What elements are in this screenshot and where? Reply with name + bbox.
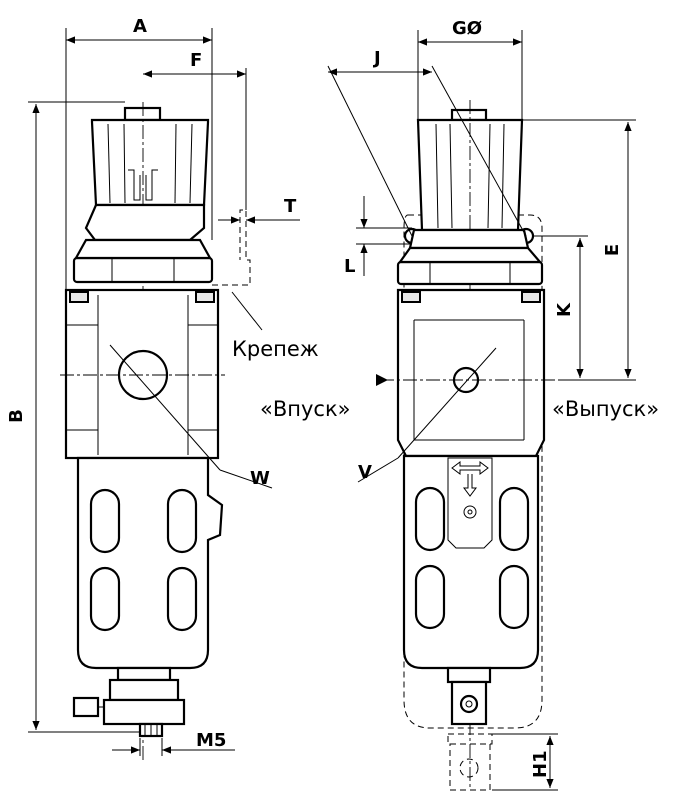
outlet-callout: «Выпуск» bbox=[552, 397, 659, 421]
inlet-callout: «Впуск» bbox=[260, 397, 351, 421]
main-body-left bbox=[60, 288, 225, 460]
dim-j-label: J bbox=[372, 48, 381, 69]
dim-h1-label: H1 bbox=[530, 750, 551, 778]
bonnet-left bbox=[84, 203, 206, 242]
right-dimensions bbox=[327, 30, 636, 791]
mounting-callout: Крепеж bbox=[232, 337, 319, 361]
dim-m5-label: M5 bbox=[196, 730, 226, 751]
dim-g-label: GØ bbox=[452, 18, 482, 39]
drain-valve-right bbox=[446, 666, 492, 726]
filter-bowl-left bbox=[76, 456, 224, 670]
dim-w-label: W bbox=[250, 468, 270, 489]
dim-t-label: T bbox=[284, 196, 297, 217]
mounting-bracket-outline bbox=[212, 209, 251, 286]
front-view bbox=[376, 100, 560, 791]
ring-nut-left bbox=[72, 238, 214, 284]
drain-valve-left bbox=[72, 666, 186, 738]
inlet-arrow-marker bbox=[376, 374, 388, 386]
bonnet-right bbox=[408, 228, 530, 250]
dim-k-label: K bbox=[554, 302, 575, 317]
dim-a-label: A bbox=[133, 16, 147, 37]
main-body-right bbox=[380, 288, 560, 458]
dim-l-label: L bbox=[344, 256, 355, 277]
dim-e-label: E bbox=[602, 244, 623, 256]
dim-v-label: V bbox=[358, 462, 372, 483]
drain-extension-outline bbox=[447, 733, 493, 791]
left-dimensions bbox=[28, 28, 300, 756]
dim-b-label: B bbox=[6, 409, 27, 423]
filter-bowl-right bbox=[402, 454, 540, 670]
dim-f-label: F bbox=[190, 50, 202, 71]
side-view bbox=[60, 102, 251, 760]
ring-nut-right bbox=[396, 246, 544, 286]
mounting-plate-outline bbox=[403, 214, 543, 729]
